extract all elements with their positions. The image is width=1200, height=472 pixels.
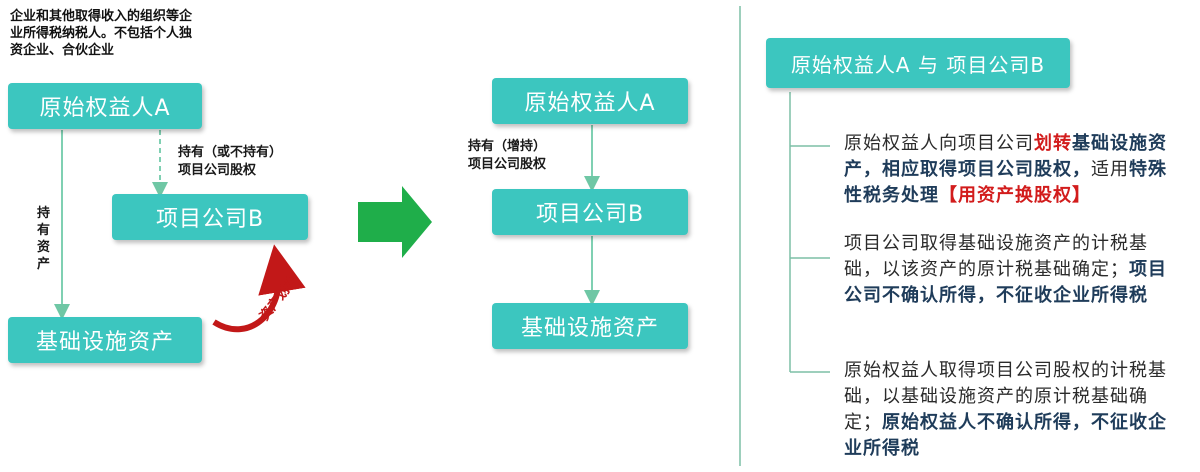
item1-part6: 【用资产换股权】 [939,185,1091,206]
mid-hold-equity-line1: 持有（增持） [468,139,547,154]
hold-equity-line2: 项目公司股权 [178,163,257,178]
mid-hold-equity-label: 持有（增持） 项目公司股权 [468,138,546,174]
item3-part2: 原始权益人不确认所得，不征收企业所得税 [844,412,1167,459]
box-infrastructure-asset: 基础设施资产 [8,317,202,363]
transfer-curve-arrow [212,244,306,333]
taxpayer-note: 企业和其他取得收入的组织等企业所得税纳税人。不包括个人独资企业、合伙企业 [10,9,193,58]
item2-part1: 项目公司取得基础设施资产的计税基础，以该资产的原计税基础确定； [844,233,1148,280]
box-original-owner-a: 原始权益人A [8,83,202,129]
item2-part2: 项目公司不确认所得，不征收企业所得税 [844,259,1167,306]
item1-part5: 特殊性税务处理 [844,159,1167,206]
right-item-2: 项目公司取得基础设施资产的计税基础，以该资产的原计税基础确定；项目公司不确认所得… [844,231,1178,309]
hold-asset-label: 持有资产 [37,206,51,272]
mid-hold-equity-line2: 项目公司股权 [468,157,547,172]
item1-part4: 适用 [1091,159,1129,180]
hold-equity-label: 持有（或不持有） 项目公司股权 [178,144,282,180]
item1-part2: 划转 [1034,133,1072,154]
right-title-box: 原始权益人A 与 项目公司B [766,38,1070,88]
right-item-3: 原始权益人取得项目公司股权的计税基础，以基础设施资产的原计税基础确定；原始权益人… [844,358,1178,462]
big-green-arrow [358,186,432,258]
item1-part3: 基础设施资产，相应取得项目公司股权， [844,133,1167,180]
hold-equity-line1: 持有（或不持有） [178,145,283,160]
mid-box-project-company-b: 项目公司B [492,189,688,235]
item1-part1: 原始权益人向项目公司 [844,133,1034,154]
item3-part1: 原始权益人取得项目公司股权的计税基础，以基础设施资产的原计税基础确定； [844,360,1167,433]
right-item-1: 原始权益人向项目公司划转基础设施资产，相应取得项目公司股权，适用特殊性税务处理【… [844,131,1178,209]
mid-box-infrastructure-asset: 基础设施资产 [492,303,688,349]
mid-box-original-owner-a: 原始权益人A [492,78,688,124]
box-project-company-b: 项目公司B [112,194,308,240]
